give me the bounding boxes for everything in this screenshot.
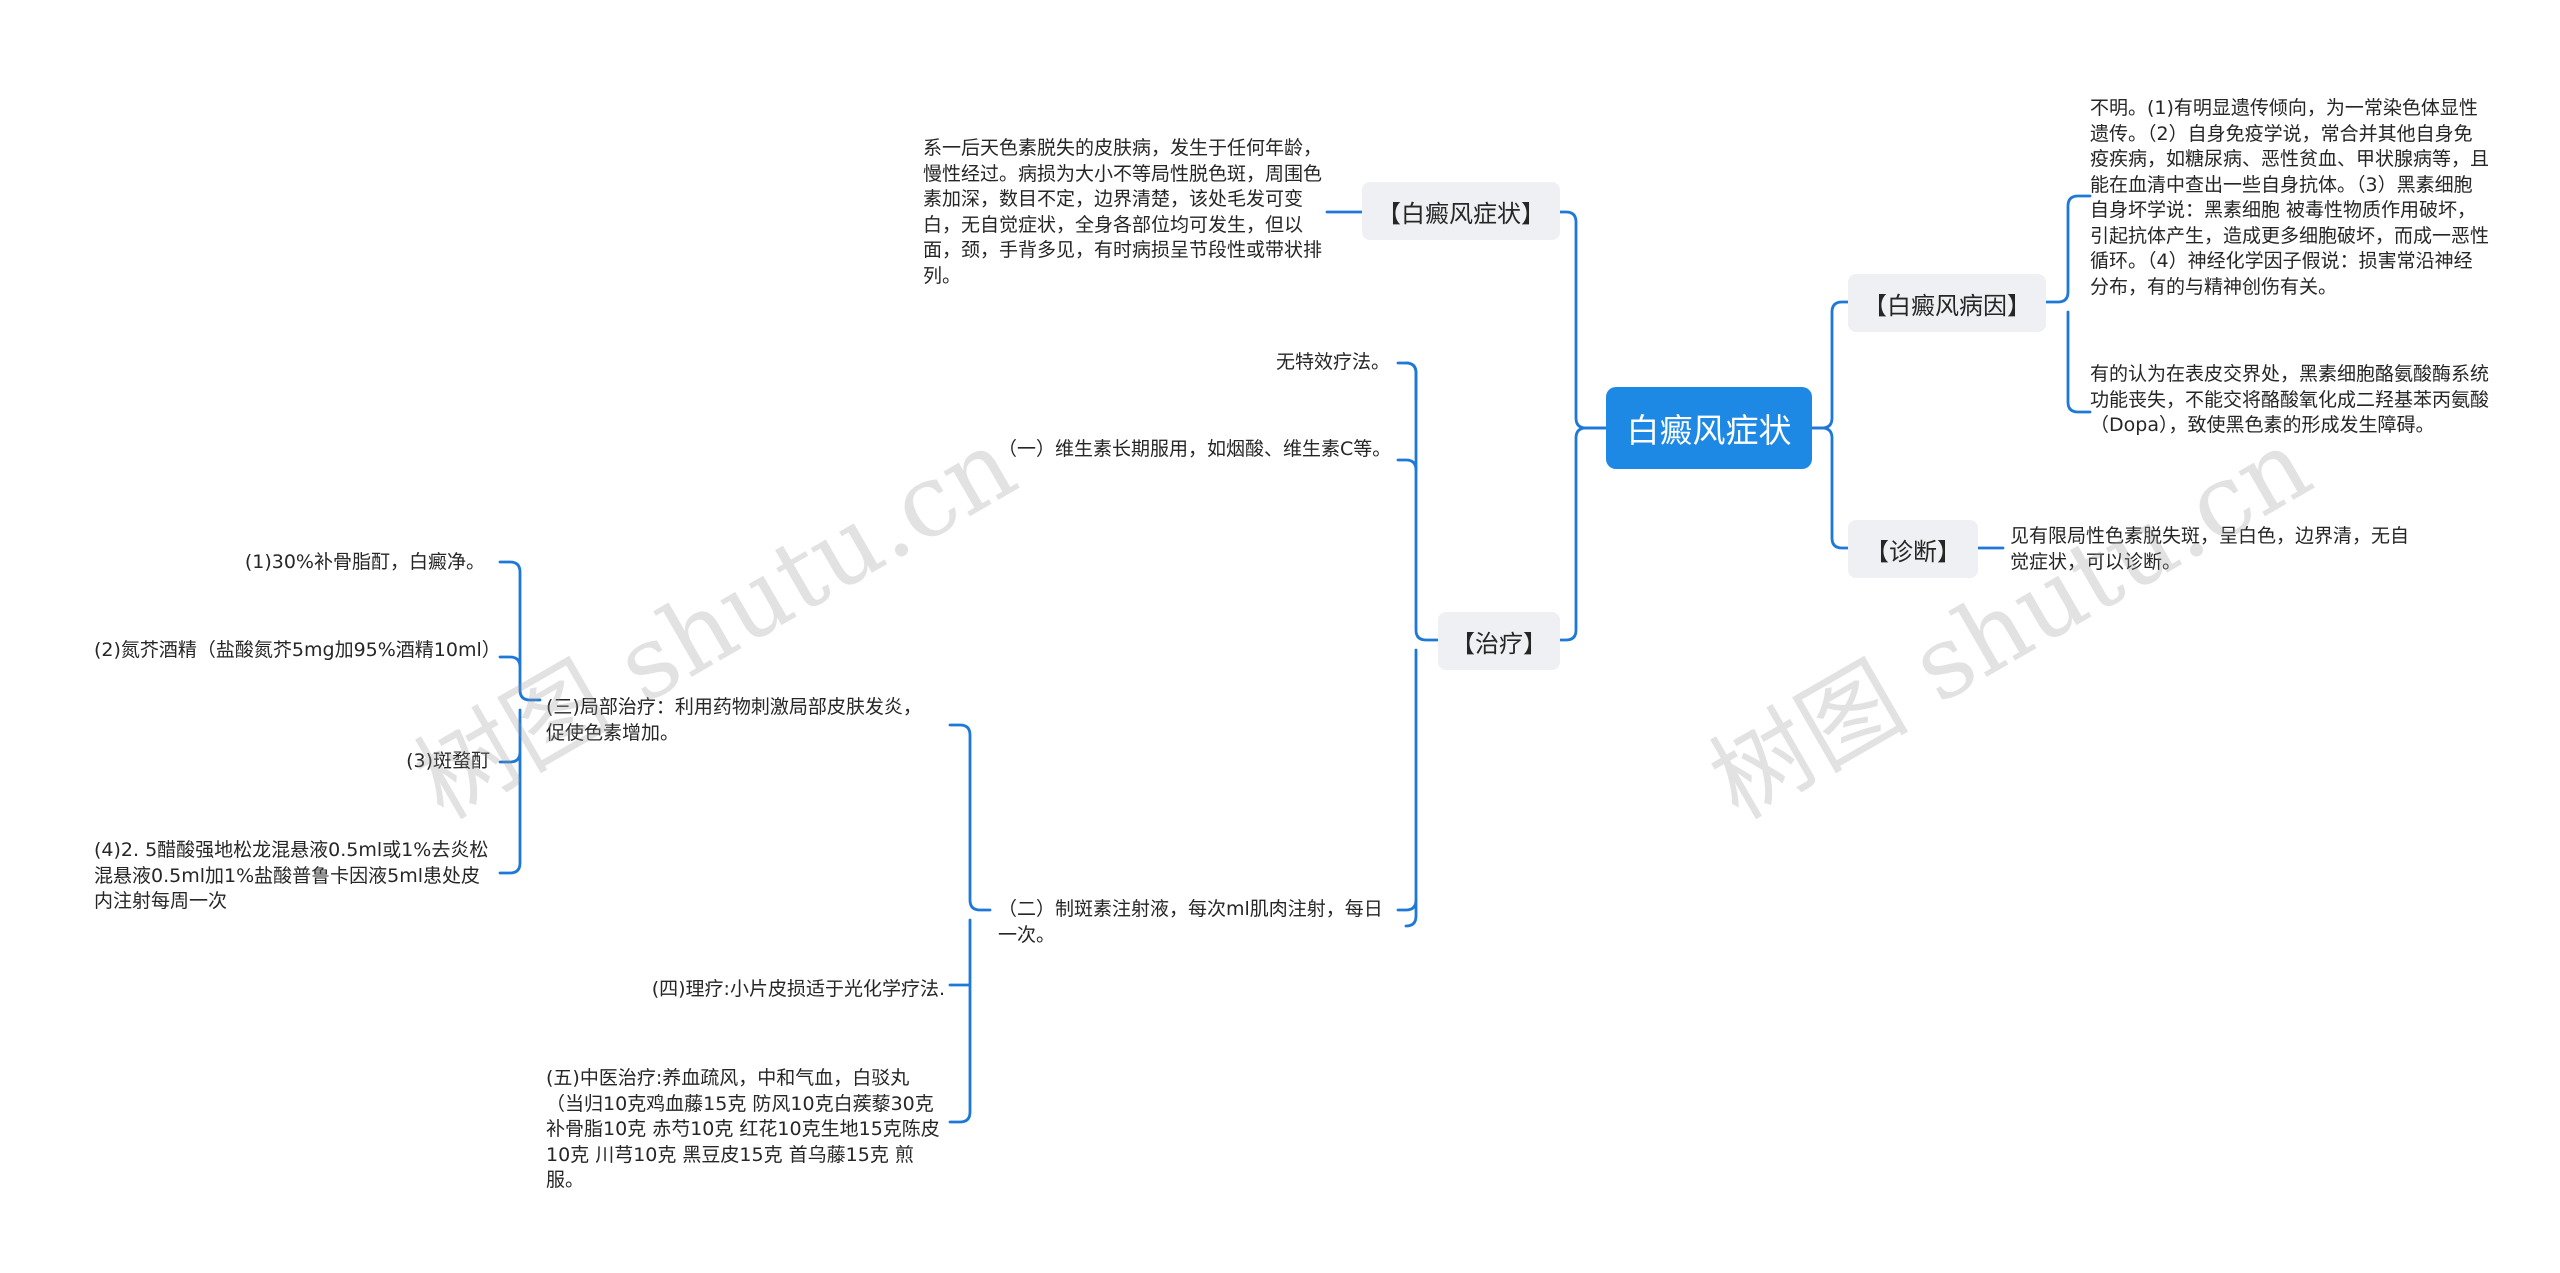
treatment-vitamin: （一）维生素长期服用，如烟酸、维生素C等。 [998,438,1392,460]
local-item-3: (3)斑蝥酊 [406,750,490,772]
treatment-tcm: (五)中医治疗:养血疏风，中和气血，白驳丸（当归10克鸡血藤15克 防风10克白… [546,1067,940,1191]
topic-cause[interactable]: 【白癜风病因】 [1848,274,2046,332]
connector-injection-sublist [948,723,992,1124]
connector-cause-texts [2044,194,2092,414]
topic-symptoms[interactable]: 【白癜风症状】 [1362,182,1560,240]
connector-treatment-injection [1396,898,1418,912]
connector-treatment-bracket [1404,361,1440,928]
treatment-no-specific: 无特效疗法。 [1275,351,1390,373]
treatment-physiotherapy: (四)理疗:小片皮损适于光化学疗法. [651,978,945,1000]
connector-root-treatment [1558,426,1608,642]
local-item-2: (2)氮芥酒精（盐酸氮芥5mg加95%酒精10ml） [94,639,501,661]
connector-treatment-vitamin [1396,458,1418,472]
local-item-1: (1)30%补骨脂酊，白癜净。 [244,551,485,573]
connector-root-cause [1810,300,1850,430]
treatment-injection: （二）制斑素注射液，每次ml肌肉注射，每日一次。 [998,898,1383,946]
connector-local-sublist [498,560,542,875]
local-item-4: (4)2. 5醋酸强地松龙混悬液0.5ml或1%去炎松混悬液0.5ml加1%盐酸… [94,839,489,912]
diagnosis-description: 见有限局性色素脱失斑，呈白色，边界清，无自觉症状，可以诊断。 [2010,525,2410,573]
cause-theories: 不明。(1)有明显遗传倾向，为一常染色体显性遗传。（2）自身免疫学说，常合并其他… [2090,97,2490,298]
connector-root-diagnosis [1810,426,1850,550]
connector-treatment-nospecial [1396,361,1418,402]
root-topic[interactable]: 白癜风症状 [1606,387,1812,469]
cause-enzyme: 有的认为在表皮交界处，黑素细胞酪氨酸酶系统功能丧失，不能交将酪酸氧化成二羟基苯丙… [2090,363,2490,436]
topic-treatment[interactable]: 【治疗】 [1438,612,1560,670]
symptoms-description: 系一后天色素脱失的皮肤病，发生于任何年龄，慢性经过。病损为大小不等局性脱色斑，周… [923,137,1323,287]
treatment-local: (三)局部治疗：利用药物刺激局部皮肤发炎，促使色素增加。 [546,696,922,744]
connector-root-symptoms [1558,210,1608,430]
topic-diagnosis[interactable]: 【诊断】 [1848,520,1978,578]
